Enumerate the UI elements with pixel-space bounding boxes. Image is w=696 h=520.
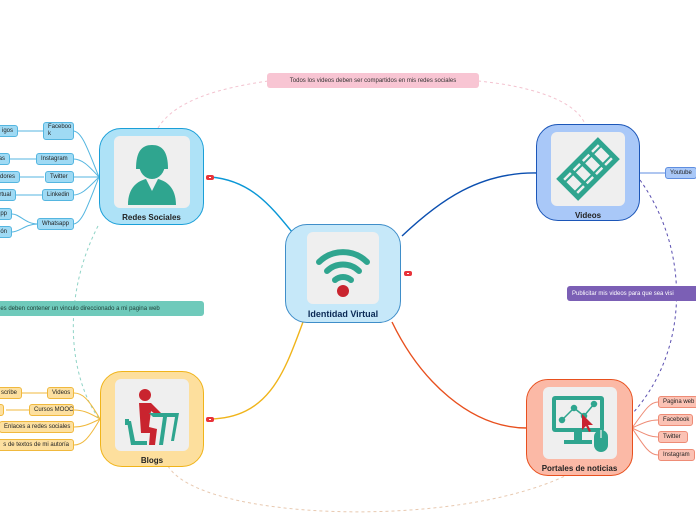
relation-top-curve-2 (477, 80, 586, 125)
branch-portales-line (391, 321, 528, 429)
subtopic-redes-4[interactable]: rtual (0, 189, 16, 201)
relation-left-curve (72, 225, 101, 421)
topic-blog-videos[interactable]: Videos (47, 387, 74, 399)
branch-blogs-line (209, 321, 304, 420)
topic-youtube[interactable]: Youtube (665, 167, 696, 179)
subtopic-redes-1[interactable]: igos (0, 125, 18, 137)
topic-enlaces-redes[interactable]: Enlaces a redes sociales (0, 421, 74, 433)
collapse-badge-center[interactable] (404, 271, 412, 276)
portales-node[interactable]: Portales de noticias (526, 379, 633, 476)
subtopic-blogs-1[interactable]: scribe (0, 387, 22, 399)
topic-linkedin[interactable]: Linkedin (42, 189, 74, 201)
relation-label-top[interactable]: Todos los videos deben ser compartidos e… (267, 73, 479, 88)
film-icon (551, 132, 625, 206)
subtopic-redes-6[interactable]: ón (0, 226, 12, 238)
computer-icon (542, 387, 617, 459)
topic-cursos-mooc[interactable]: Cursos MOOC (29, 404, 74, 416)
topic-portal-instagram[interactable]: Instagram (658, 449, 695, 461)
topic-twitter[interactable]: Twitter (45, 171, 74, 183)
collapse-badge-blogs[interactable] (206, 417, 214, 422)
redes-node[interactable]: Redes Sociales (99, 128, 204, 225)
topic-facebook[interactable]: Faceboo k (43, 122, 74, 140)
relation-top-curve (157, 80, 269, 129)
center-node[interactable]: Identidad Virtual (285, 224, 401, 323)
branch-videos-line (401, 172, 538, 237)
subtopic-redes-5[interactable]: pp (0, 208, 12, 220)
topic-instagram[interactable]: Instagram (36, 153, 74, 165)
branch-redes-line (209, 176, 293, 233)
videos-title: Videos (574, 211, 602, 220)
subtopic-redes-2[interactable]: as (0, 153, 10, 165)
desk-icon (115, 379, 189, 451)
relation-bottom-curve (167, 465, 566, 513)
user-icon (113, 136, 190, 208)
topic-textos-autoria[interactable]: s de textos de mi autoría (0, 439, 74, 451)
collapse-badge-redes[interactable] (206, 175, 214, 180)
topic-pagina-web[interactable]: Pagina web (658, 396, 696, 408)
relation-label-left[interactable]: les deben contener un vinculo direcciona… (0, 301, 204, 316)
blogs-node[interactable]: Blogs (100, 371, 204, 467)
topic-portal-twitter[interactable]: Twitter (658, 431, 688, 443)
wifi-icon (307, 232, 379, 304)
topic-whatsapp[interactable]: Whatsapp (37, 218, 74, 230)
relation-label-right[interactable]: Publicitar mis videos para que sea visi (567, 286, 696, 301)
redes-title: Redes Sociales (122, 213, 181, 222)
subtopic-blogs-2[interactable] (0, 404, 4, 416)
topic-portal-facebook[interactable]: Facebook (658, 414, 693, 426)
portales-title: Portales de noticias (541, 464, 618, 473)
center-title: Identidad Virtual (307, 309, 379, 319)
blogs-title: Blogs (140, 456, 164, 465)
subtopic-redes-3[interactable]: dores (0, 171, 20, 183)
videos-node[interactable]: Videos (536, 124, 640, 221)
